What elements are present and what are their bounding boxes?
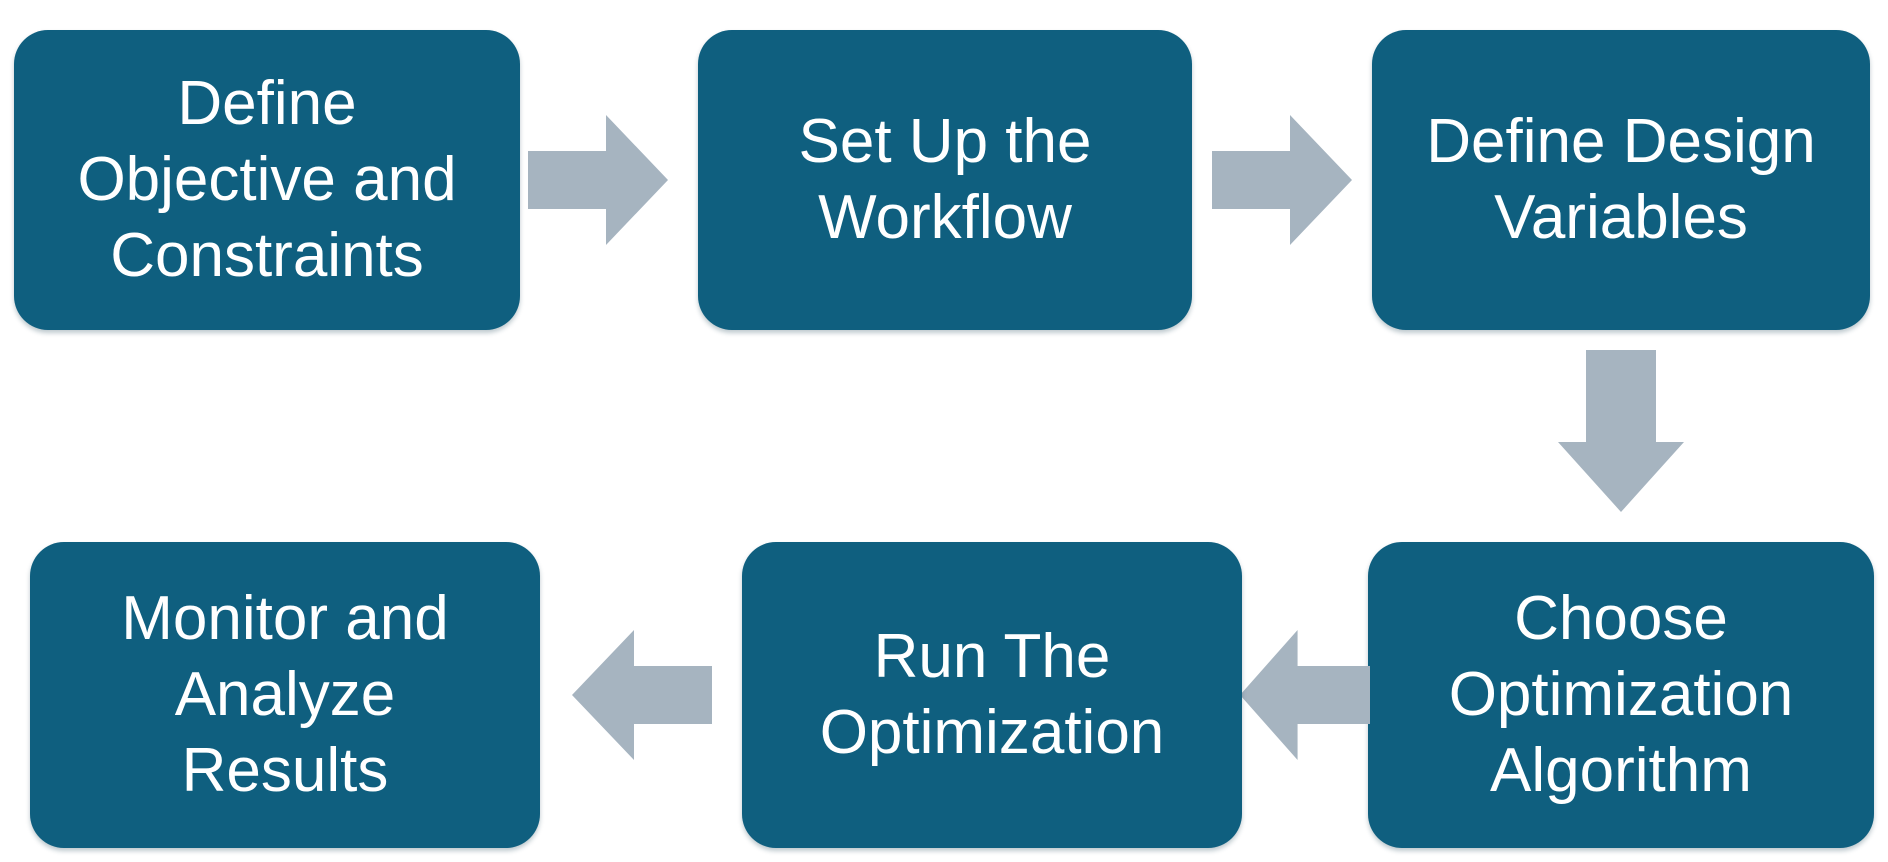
arrow-right-icon (528, 115, 668, 245)
arrow-left-icon (1240, 630, 1370, 760)
arrow-left-icon (572, 630, 712, 760)
arrow-down-icon (1558, 350, 1684, 512)
arrow-right-icon (1212, 115, 1352, 245)
